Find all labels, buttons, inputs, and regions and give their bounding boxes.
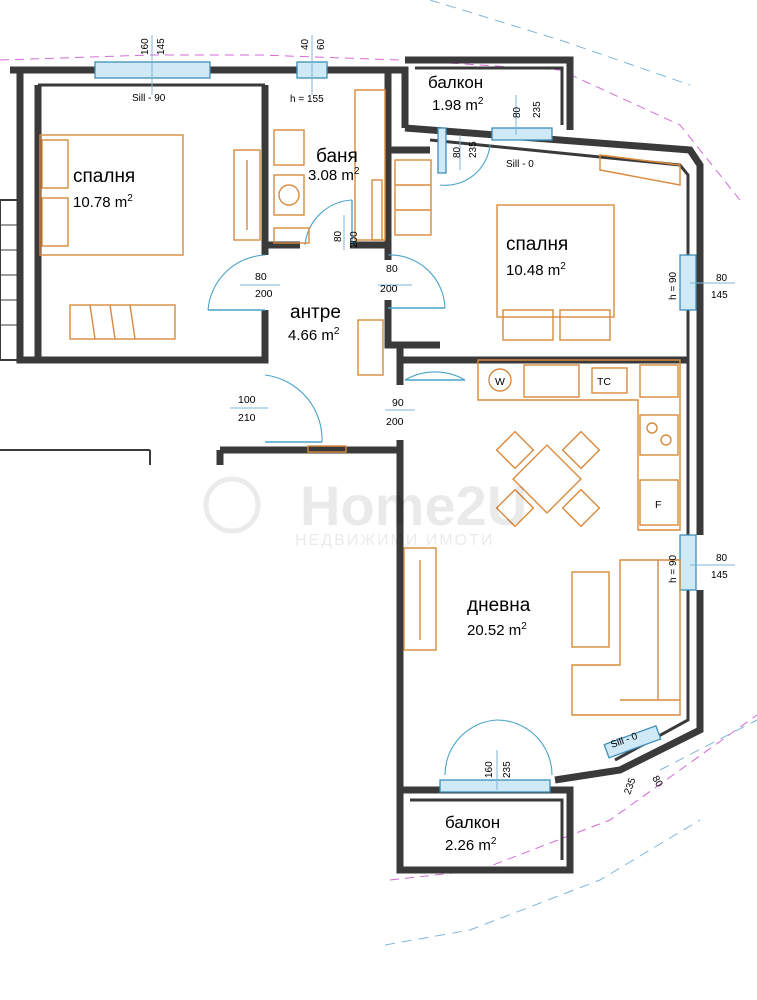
dim-label: 80 <box>333 230 344 242</box>
dim-label: 80 <box>716 553 728 564</box>
dim-label: 80 <box>649 774 664 790</box>
dim-label: 80 <box>512 106 523 118</box>
guide-lines <box>0 0 757 946</box>
dim-label: 145 <box>156 38 167 55</box>
room-name: антре <box>290 302 341 323</box>
dim-label: 235 <box>502 761 513 778</box>
washer-label: W <box>495 376 505 388</box>
dim-label: 80 <box>716 273 728 284</box>
dim-label: 145 <box>711 570 728 581</box>
dim-label: h = 90 <box>668 271 679 300</box>
room-area: 4.66 m2 <box>288 326 340 344</box>
furniture <box>39 89 681 716</box>
dimension-ticks <box>151 35 735 790</box>
dim-label: 235 <box>532 101 543 118</box>
dimension-labels: 160 145 40 60 Sill - 90 h = 155 80 235 8… <box>132 38 728 796</box>
dim-label: 200 <box>255 288 273 300</box>
dim-label: 200 <box>380 283 398 295</box>
dim-label: 160 <box>140 38 151 55</box>
dim-label: 60 <box>316 38 327 50</box>
room-area: 10.78 m2 <box>73 193 133 211</box>
room-name: дневна <box>467 595 531 616</box>
room-label-balcony-2: балкон 2.26 m2 <box>445 813 500 854</box>
room-name: балкон <box>445 813 500 832</box>
room-label-bedroom-1: спалня 10.78 m2 <box>73 166 135 211</box>
room-name: спалня <box>506 234 568 255</box>
dim-label: Sill - 90 <box>132 93 166 104</box>
room-area: 2.26 m2 <box>445 836 497 854</box>
room-area: 3.08 m2 <box>308 166 360 184</box>
room-name: балкон <box>428 73 483 92</box>
room-label-bedroom-2: спалня 10.48 m2 <box>506 234 568 279</box>
dim-label: 145 <box>711 290 728 301</box>
watermark-tagline: НЕДВИЖИМИ ИМОТИ <box>295 532 494 549</box>
dim-label: 80 <box>255 271 267 283</box>
dim-label: 90 <box>392 397 404 409</box>
windows <box>94 61 697 793</box>
dim-label: 200 <box>386 416 404 428</box>
dim-label: 200 <box>349 231 360 248</box>
dim-label: Sill - 0 <box>506 159 534 170</box>
dim-label: 235 <box>622 776 638 796</box>
dim-label: 100 <box>238 394 256 406</box>
stove-label: TC <box>597 376 611 388</box>
room-area: 20.52 m2 <box>467 621 527 639</box>
room-label-living: дневна 20.52 m2 <box>467 595 531 639</box>
dim-label: 80 <box>452 146 463 158</box>
dim-label: 210 <box>238 412 256 424</box>
room-label-balcony-1: балкон 1.98 m2 <box>428 73 484 114</box>
room-area: 1.98 m2 <box>432 96 484 114</box>
doors <box>207 144 553 776</box>
dim-label: 235 <box>468 141 479 158</box>
watermark: Home2U НЕДВИЖИМИ ИМОТИ <box>203 474 527 549</box>
room-label-bathroom: баня 3.08 m2 <box>308 146 360 184</box>
fridge-label: F <box>655 499 661 511</box>
dim-label: 160 <box>484 761 495 778</box>
dim-label: h = 155 <box>290 94 324 105</box>
room-name: спалня <box>73 166 135 187</box>
dim-label: 40 <box>300 38 311 50</box>
room-name: баня <box>316 146 358 167</box>
room-label-hallway: антре 4.66 m2 <box>288 302 341 344</box>
room-area: 10.48 m2 <box>506 261 566 279</box>
dim-label: h = 90 <box>668 554 679 583</box>
watermark-brand: Home2U <box>300 474 527 537</box>
dim-label: 80 <box>386 263 398 275</box>
